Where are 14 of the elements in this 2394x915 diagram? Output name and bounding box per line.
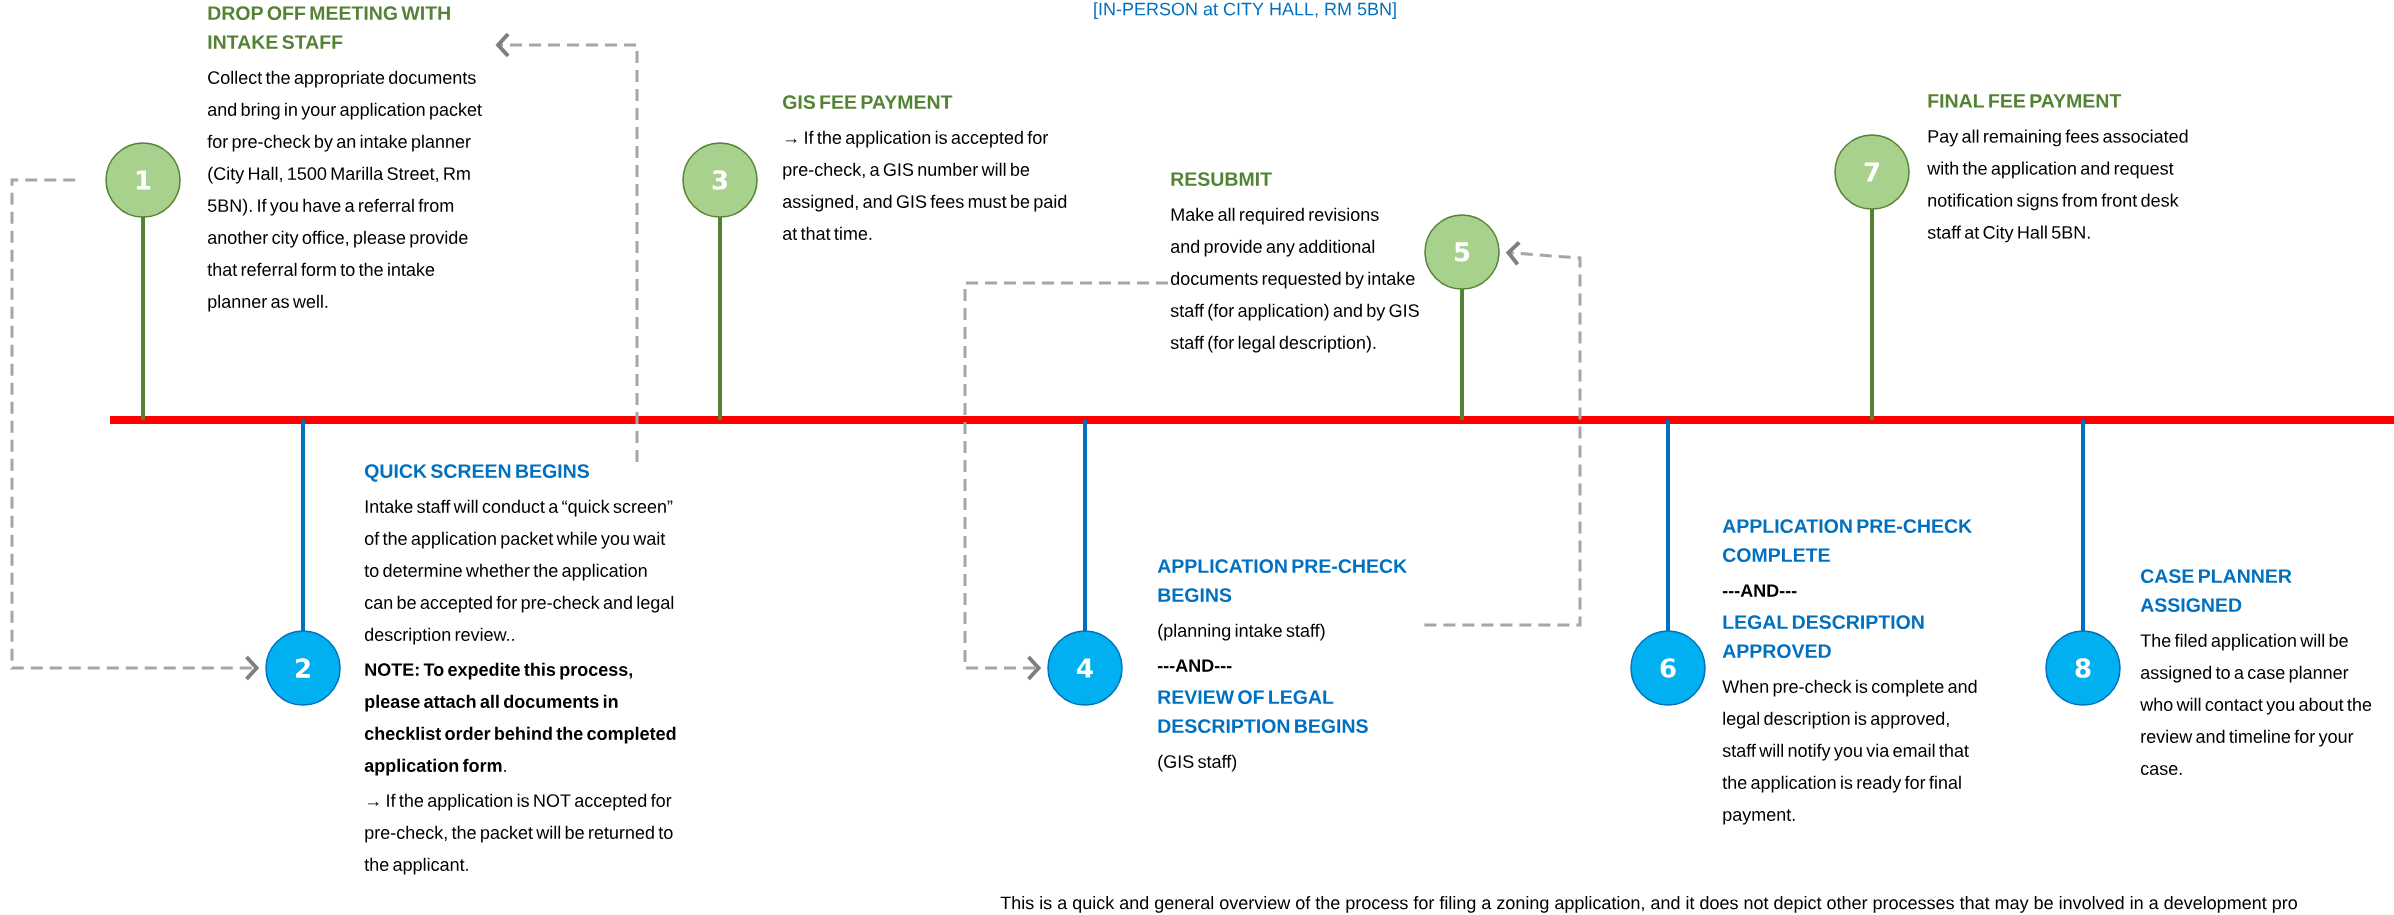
dashed-arrow [495,32,639,462]
step-text: APPLICATION PRE-CHECK COMPLETE ---AND--- LEGAL DESCRIPTION APPROVED When pre-check is complete and legal description is approved, staff will notify you via email that the application is ready for final payment. [1722,519,1977,825]
title: [IN-PERSON at CITY HALL, RM 5BN] [1094,2,1396,19]
step-text: CASE PLANNER ASSIGNED The filed application will be assigned to a case planner who will contact you about the review and timeline for your case. [2140,569,2372,775]
step-text: FINAL FEE PAYMENT Pay all remaining fees associated with the application and request notification signs from front desk staff at City Hall 5BN. [1927,94,2188,243]
step-text: APPLICATION PRE-CHECK BEGINS (planning intake staff) ---AND--- REVIEW OF LEGAL DESCRIPTION BEGINS (GIS staff) [1157,559,1407,772]
step-text: RESUBMIT Make all required revisions and provide any additional documents requested by intake staff (for application) and by GIS staff (for legal description). [1170,172,1419,353]
step-text: QUICK SCREEN BEGINS Intake staff will conduct a “quick screen” of the application packet while you wait to determine whether the application can be accepted for pre-check and legal description review.. NOTE: To expedite this process, please attach all documents in checklist order behind the completed application form. → If the application is NOT accepted for pre-check, the packet will be returned to the applicant. [364,464,676,875]
footnote: This is a quick and general overview of the process for filing a zoning application, and it does not depict other processes that may be involved in a development pro [1000,896,2297,913]
dashed-arrow [1424,240,1582,627]
dashed-arrow [963,281,1168,681]
step-text: DROP OFF MEETING WITH INTAKE STAFF Collect the appropriate documents and bring in your application packet for pre-check by an intake planner (City Hall, 1500 Marilla Street, Rm 5BN). If you have a referral from another city office, please provide that referral form to the intake planner as well. [207,6,482,312]
step-text: GIS FEE PAYMENT → If the application is accepted for pre-check, a GIS number will be assigned, and GIS fees must be paid at that time. [783,95,1067,240]
dashed-arrow [10,178,260,681]
